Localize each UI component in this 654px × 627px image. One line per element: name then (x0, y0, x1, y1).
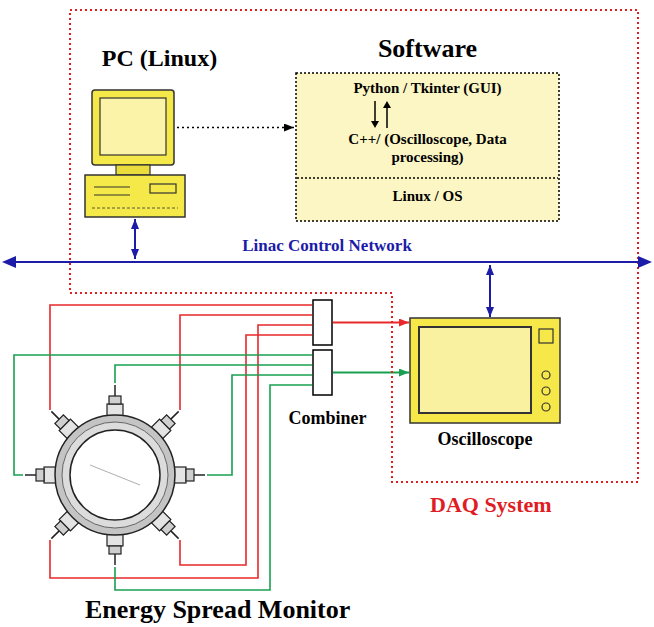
bus-arrow (638, 256, 652, 268)
drawing-part (36, 469, 44, 481)
oscilloscope-node: Oscilloscope (405, 315, 565, 455)
scope-knob (542, 403, 550, 411)
feedthrough-connector (107, 532, 123, 565)
combiner-label: Combiner (275, 408, 380, 429)
connector-arrow (134, 219, 136, 259)
down-arrow-head (371, 121, 379, 128)
pc-case (85, 175, 185, 217)
connector-arrow (333, 372, 409, 374)
down-arrow (374, 101, 376, 122)
scope-knob (542, 387, 550, 395)
scope-knob (542, 371, 550, 379)
combiner-box (313, 350, 332, 395)
feedthrough-connector (107, 385, 123, 418)
pc-icon (82, 45, 237, 223)
drawing-part (194, 474, 205, 476)
combiner-node: Combiner (275, 298, 380, 435)
bus-line (14, 261, 640, 263)
layer-divider (297, 177, 558, 179)
monitor-aperture (70, 430, 160, 520)
drawing-part (51, 411, 59, 419)
drive-bay (150, 184, 176, 193)
drawing-part (25, 474, 36, 476)
signal-cable (50, 305, 312, 410)
pc-screen (100, 98, 166, 155)
combiner-box (313, 300, 332, 345)
bus-arrow (2, 256, 16, 268)
up-arrow-head (383, 101, 391, 108)
processing-layer: C++/ (Oscilloscope, Data processing) (345, 130, 510, 166)
drawing-part (171, 531, 179, 539)
network-label: Linac Control Network (0, 236, 654, 256)
drawing-part (114, 554, 116, 565)
vent (92, 208, 178, 209)
feedthrough-connector (25, 467, 58, 483)
region-label: DAQ System (430, 492, 552, 517)
software-heading: Software (275, 34, 580, 64)
drawing-part (109, 546, 121, 554)
signal-cable (50, 325, 312, 578)
drive-slot (94, 194, 130, 195)
drawing-part (186, 469, 194, 481)
pc-node: PC (Linux) (82, 45, 237, 223)
scope-button (539, 329, 553, 343)
oscilloscope-label: Oscilloscope (410, 429, 560, 450)
beam-axis (90, 465, 140, 485)
feedthrough-connector (172, 467, 205, 483)
drawing-part (114, 385, 116, 396)
pc-stand (116, 165, 150, 175)
monitor-node: Energy Spread Monitor (0, 385, 470, 627)
drive-slot (94, 186, 130, 187)
scope-body (410, 318, 560, 423)
connector-arrow (177, 127, 294, 129)
signal-cable (115, 365, 312, 383)
connector-arrow (333, 322, 409, 324)
monitor-label: Energy Spread Monitor (85, 597, 350, 623)
monitor-ring-band (62, 422, 168, 528)
monitor-ring (55, 415, 175, 535)
connector-arrow (489, 265, 491, 317)
software-outline (296, 73, 559, 221)
software-box: SoftwarePython / Tkinter (GUI)C++/ (Osci… (295, 72, 560, 222)
up-arrow (386, 107, 388, 128)
scope-screen (419, 327, 531, 413)
pc-label: PC (Linux) (82, 45, 237, 73)
os-layer: Linux / OS (295, 188, 560, 205)
gui-layer: Python / Tkinter (GUI) (295, 80, 560, 97)
signal-cable (180, 335, 312, 565)
drawing-part (171, 411, 179, 419)
monitor-body (92, 90, 174, 165)
drawing-part (109, 396, 121, 404)
network-bus: Linac Control Network (0, 238, 654, 276)
drawing-part (51, 531, 59, 539)
monitor-illustration (0, 385, 470, 627)
